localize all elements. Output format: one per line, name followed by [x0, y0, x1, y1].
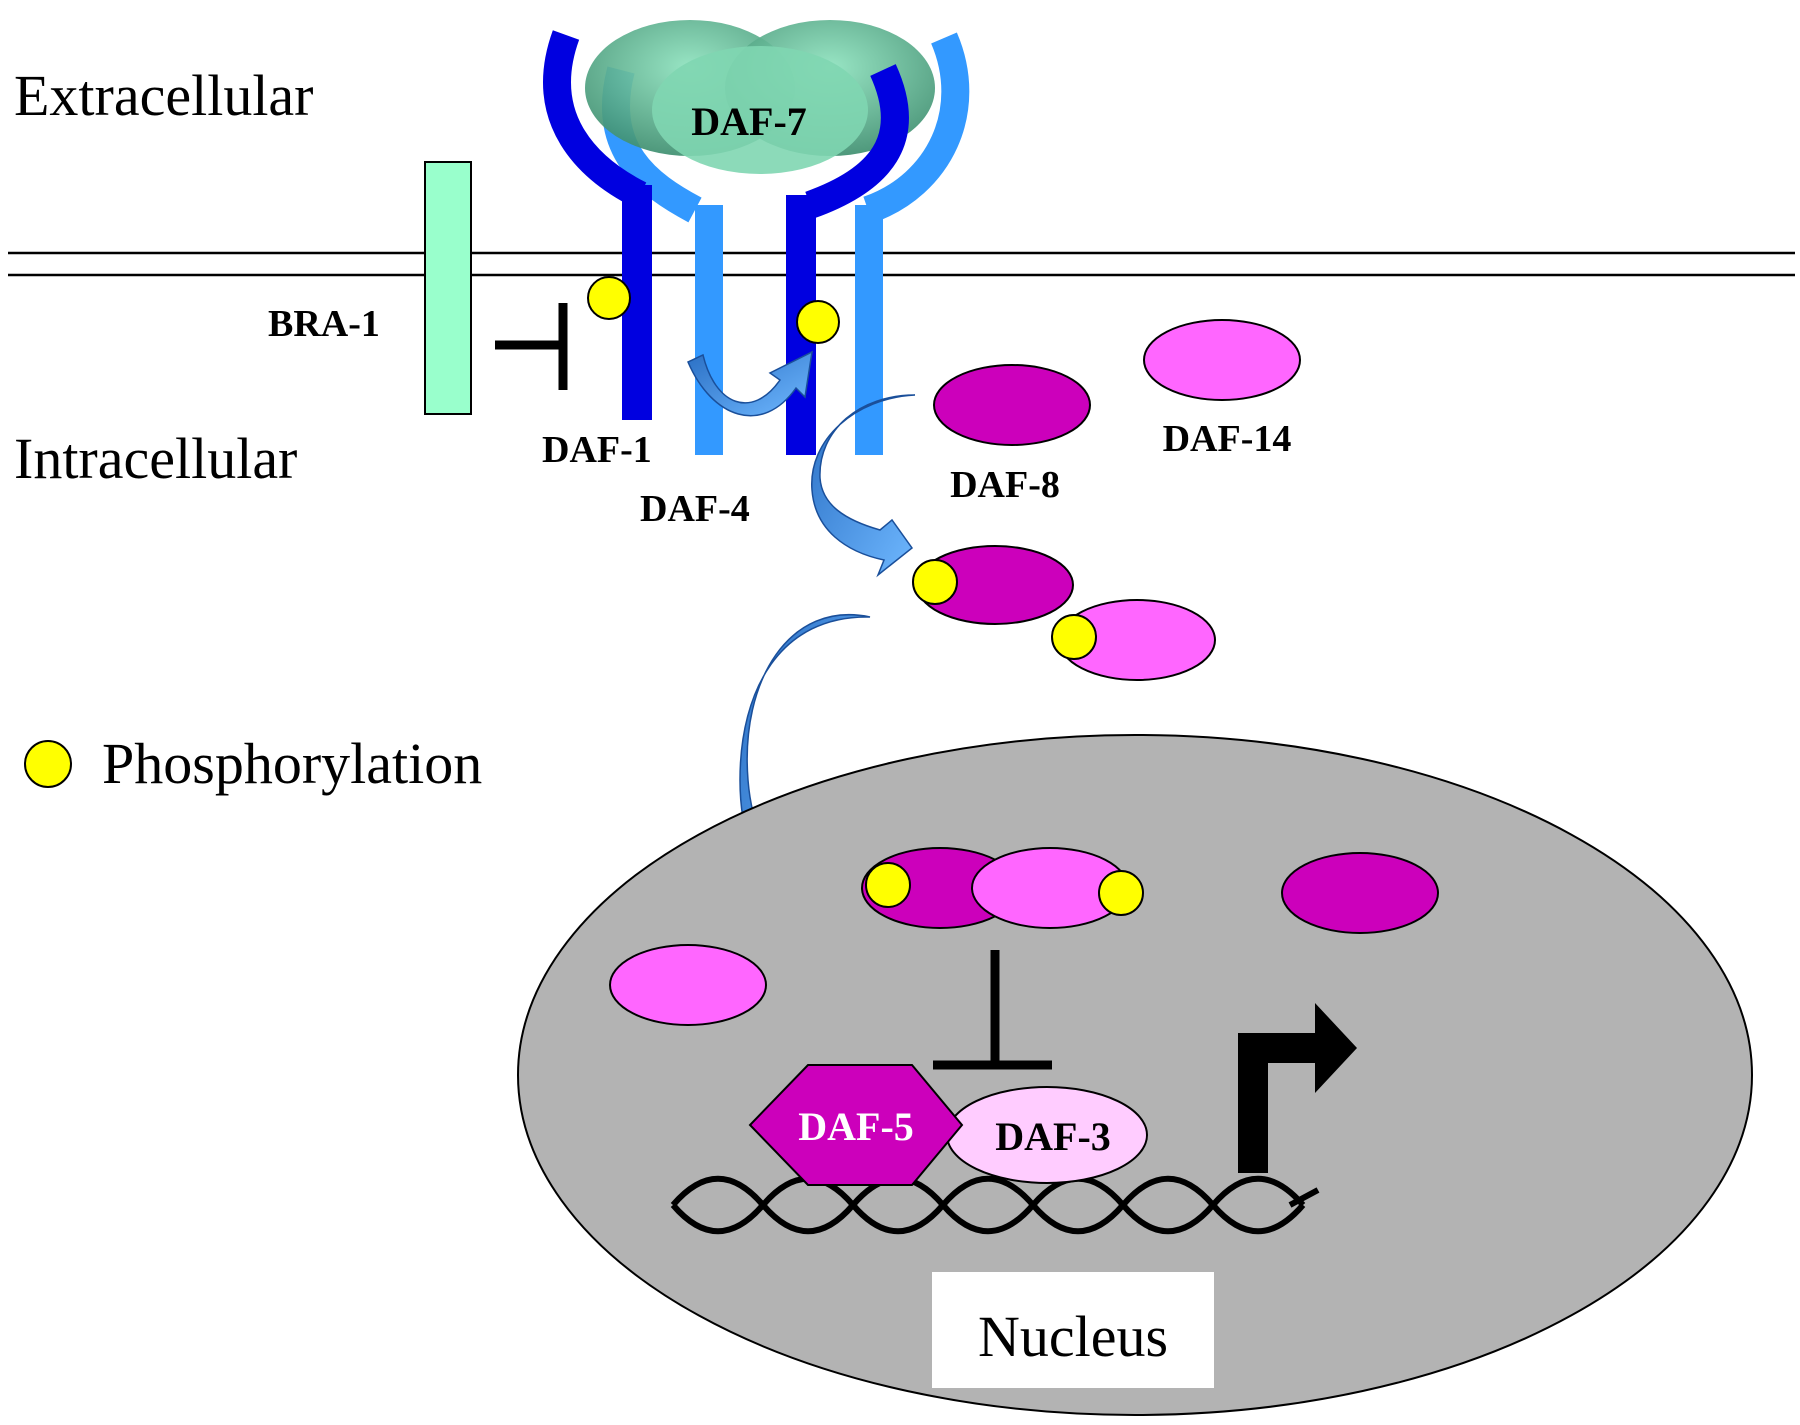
phosphorylation-dot-daf8: [912, 559, 958, 605]
phosphorylation-legend-dot: [24, 740, 72, 788]
phosphorylation-dot-daf1-right: [796, 300, 840, 344]
phosphorylation-legend-label: Phosphorylation: [102, 731, 482, 796]
cell-membrane: [8, 251, 1795, 277]
daf5-protein: [748, 1064, 964, 1186]
daf14-label: DAF-14: [1163, 418, 1292, 460]
phosphorylation-dot-nuclear-daf8: [865, 862, 911, 908]
nuclear-daf14-free: [609, 944, 767, 1026]
smad-inhibition-bar: [933, 950, 1052, 1070]
daf4-receptor-right: [855, 32, 970, 455]
daf3-label: DAF-3: [995, 1114, 1111, 1159]
daf14-protein: [1143, 319, 1301, 401]
phosphorylation-dot-daf1: [587, 276, 631, 320]
nuclear-daf8-free: [1281, 852, 1439, 934]
daf5-label: DAF-5: [798, 1104, 914, 1149]
daf8-protein: [933, 364, 1091, 446]
phosphorylation-arrow-to-smad: [811, 394, 916, 578]
bra1-inhibition-bar: [495, 303, 568, 390]
trans-phosphorylation-arrow: [687, 350, 813, 417]
phosphorylation-dot-daf14: [1051, 614, 1097, 660]
dna-helix: [670, 1175, 1320, 1235]
bra1-label: BRA-1: [268, 303, 380, 345]
nucleus-label: Nucleus: [978, 1304, 1168, 1369]
extracellular-label: Extracellular: [14, 63, 314, 128]
phosphorylation-dot-nuclear-daf14: [1098, 870, 1144, 916]
transcription-start-arrow: [1238, 1003, 1357, 1173]
daf8-label: DAF-8: [950, 464, 1060, 506]
intracellular-label: Intracellular: [14, 426, 297, 491]
bra1-protein: [424, 161, 472, 415]
daf1-label: DAF-1: [542, 429, 652, 471]
nucleus: [517, 734, 1753, 1416]
daf4-label: DAF-4: [640, 488, 750, 530]
daf7-label: DAF-7: [691, 99, 807, 144]
nucleus-label-box: [932, 1272, 1214, 1388]
